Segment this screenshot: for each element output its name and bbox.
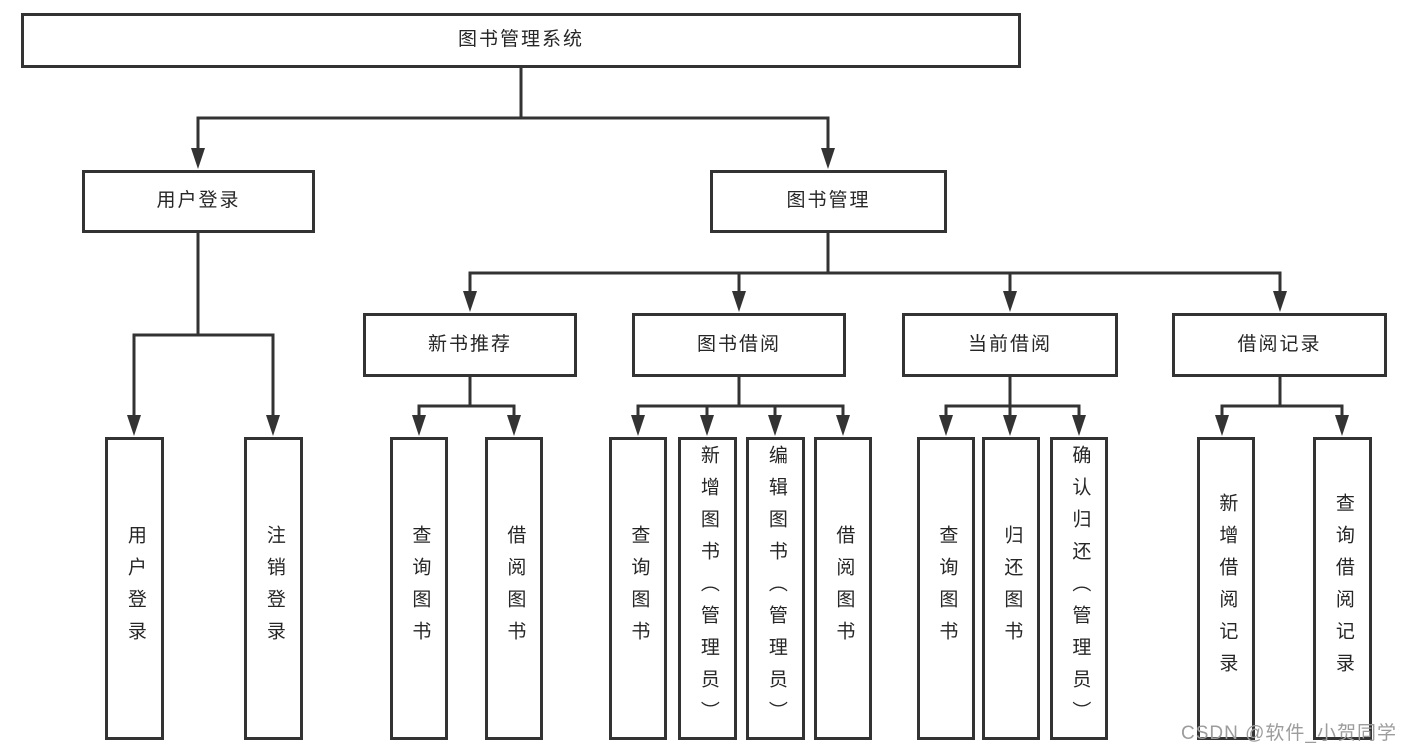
leaf-query-book-recommend: 查询图书 xyxy=(390,437,448,740)
leaf-query-book-borrow: 查询图书 xyxy=(609,437,667,740)
leaf-borrow-book: 借阅图书 xyxy=(814,437,872,740)
leaf-user-login: 用户登录 xyxy=(105,437,164,740)
leaf-logout: 注销登录 xyxy=(244,437,303,740)
node-library-management-system: 图书管理系统 xyxy=(21,13,1021,68)
leaf-borrow-book-recommend: 借阅图书 xyxy=(485,437,543,740)
leaf-add-book-admin: 新增图书（管理员） xyxy=(678,437,737,740)
leaf-query-borrow-record: 查询借阅记录 xyxy=(1313,437,1372,740)
leaf-return-book: 归还图书 xyxy=(982,437,1040,740)
leaf-add-borrow-record: 新增借阅记录 xyxy=(1197,437,1255,740)
csdn-watermark: CSDN @软件_小贺同学 xyxy=(1181,723,1397,744)
node-book-borrow: 图书借阅 xyxy=(632,313,846,377)
node-user-login: 用户登录 xyxy=(82,170,315,233)
leaf-edit-book-admin: 编辑图书（管理员） xyxy=(746,437,805,740)
leaf-confirm-return-admin: 确认归还（管理员） xyxy=(1050,437,1108,740)
node-borrow-records: 借阅记录 xyxy=(1172,313,1387,377)
node-new-book-recommend: 新书推荐 xyxy=(363,313,577,377)
node-book-management: 图书管理 xyxy=(710,170,947,233)
node-current-borrow: 当前借阅 xyxy=(902,313,1118,377)
leaf-query-book-current: 查询图书 xyxy=(917,437,975,740)
